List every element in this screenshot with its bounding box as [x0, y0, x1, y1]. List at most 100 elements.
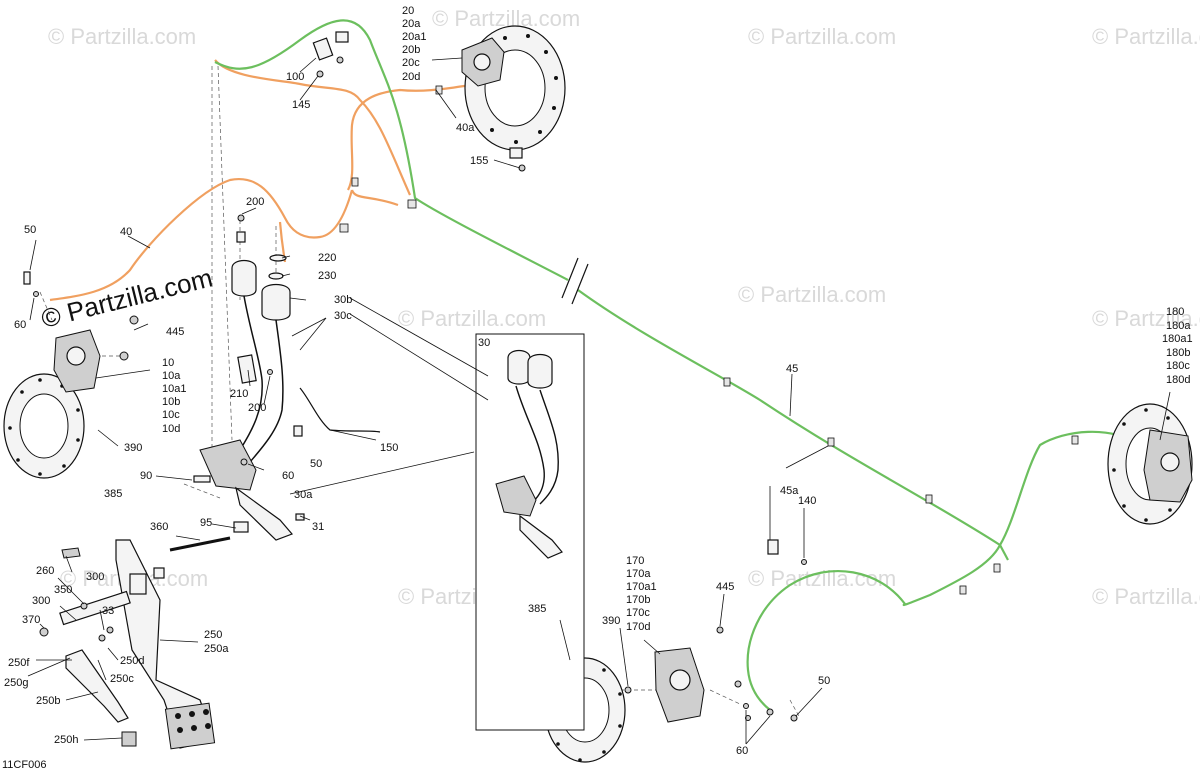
callout-170a: 170a — [626, 568, 651, 580]
rear-brake-line-tee — [999, 544, 1009, 561]
front-brake-line-right-hose — [347, 83, 471, 191]
callout-60-mid: 60 — [282, 470, 294, 482]
callout-180a: 180a — [1166, 320, 1191, 332]
master-cylinder-assembly — [193, 214, 381, 541]
callout-200-mid: 200 — [248, 402, 266, 414]
callout-145: 145 — [292, 99, 310, 111]
callout-220: 220 — [318, 252, 336, 264]
clip — [723, 377, 731, 387]
callout-140: 140 — [798, 495, 816, 507]
callout-31: 31 — [312, 521, 324, 533]
callout-230: 230 — [318, 270, 336, 282]
callout-390-left: 390 — [124, 442, 142, 454]
watermark-layer: © Partzilla.com © Partzilla.com © Partzi… — [38, 6, 1200, 609]
callout-10c: 10c — [162, 409, 180, 421]
callout-20d: 20d — [402, 71, 420, 83]
callout-10d: 10d — [162, 423, 180, 435]
callout-350: 350 — [54, 584, 72, 596]
callout-445-left: 445 — [166, 326, 184, 338]
callout-170a1: 170a1 — [626, 581, 657, 593]
inset-master-cylinder-30 — [475, 333, 585, 731]
line-break-symbol — [561, 257, 589, 305]
callout-45: 45 — [786, 363, 798, 375]
callout-260: 260 — [36, 565, 54, 577]
callout-170d: 170d — [626, 621, 650, 633]
callout-10a: 10a — [162, 370, 181, 382]
callout-210: 210 — [230, 388, 248, 400]
watermark: © Partzilla.com — [398, 306, 546, 331]
front-left-brake-disc — [3, 373, 85, 479]
callout-40a: 40a — [456, 122, 475, 134]
callout-180b: 180b — [1166, 347, 1190, 359]
callout-445-right: 445 — [716, 581, 734, 593]
callout-100: 100 — [286, 71, 304, 83]
watermark: © Partzilla.com — [48, 24, 196, 49]
rear-brake-line-left-hose — [746, 544, 1001, 711]
clip — [407, 199, 417, 209]
watermark: © Partzilla.com — [1092, 584, 1200, 609]
callout-170c: 170c — [626, 607, 650, 619]
leader-lines — [27, 57, 1171, 745]
callout-150: 150 — [380, 442, 398, 454]
callout-20b: 20b — [402, 44, 420, 56]
callout-10: 10 — [162, 357, 174, 369]
clip — [1071, 435, 1079, 445]
callout-370: 370 — [22, 614, 40, 626]
callout-40: 40 — [120, 226, 132, 238]
rear-right-caliper — [1143, 429, 1193, 503]
callout-30b: 30b — [334, 294, 352, 306]
line-clips — [339, 85, 1079, 595]
callout-180: 180 — [1166, 306, 1184, 318]
callout-300-upper: 300 — [86, 571, 104, 583]
callout-250h: 250h — [54, 734, 78, 746]
callout-180d: 180d — [1166, 374, 1190, 386]
callout-180a1: 180a1 — [1162, 333, 1193, 345]
clip — [339, 223, 349, 233]
callout-170: 170 — [626, 555, 644, 567]
brake-pedal-assembly — [39, 536, 231, 750]
clip — [827, 437, 835, 447]
bracket-100 — [312, 31, 349, 78]
callout-95: 95 — [200, 517, 212, 529]
callout-30c: 30c — [334, 310, 352, 322]
callout-50-left: 50 — [24, 224, 36, 236]
callout-250c: 250c — [110, 673, 134, 685]
watermark: © Partzilla.com — [738, 282, 886, 307]
callout-360: 360 — [150, 521, 168, 533]
fitting-155 — [509, 147, 526, 172]
inset-label-30: 30 — [478, 337, 490, 349]
callout-155: 155 — [470, 155, 488, 167]
callout-labels: 20 20a 20a1 20b 20c 20d 100 145 40a 155 … — [2, 5, 1193, 771]
front-brake-line-upper — [214, 59, 412, 196]
callout-20a: 20a — [402, 18, 421, 30]
clip — [351, 177, 359, 187]
watermark: © Partzilla.com — [1092, 306, 1200, 331]
callout-45a: 45a — [780, 485, 799, 497]
callout-170b: 170b — [626, 594, 650, 606]
clip — [925, 494, 933, 504]
callout-90: 90 — [140, 470, 152, 482]
callout-250b: 250b — [36, 695, 60, 707]
callout-50-right: 50 — [818, 675, 830, 687]
callout-180c: 180c — [1166, 360, 1190, 372]
callout-250: 250 — [204, 629, 222, 641]
rear-brake-line-main — [577, 289, 1001, 546]
callout-50-mid: 50 — [310, 458, 322, 470]
front-left-caliper — [53, 315, 139, 393]
rear-brake-lines — [214, 19, 1167, 711]
callout-20a1: 20a1 — [402, 31, 426, 43]
callout-250f: 250f — [8, 657, 30, 669]
callout-250a: 250a — [204, 643, 229, 655]
clip — [435, 85, 443, 95]
callout-30a: 30a — [294, 489, 313, 501]
callout-250d: 250d — [120, 655, 144, 667]
front-brake-lines — [49, 59, 471, 302]
callout-250g: 250g — [4, 677, 28, 689]
callout-20c: 20c — [402, 57, 420, 69]
rear-brake-line-upper — [214, 19, 569, 281]
front-brake-line-left-hose — [49, 177, 354, 302]
front-brake-line-junction — [350, 189, 399, 207]
callout-390-right: 390 — [602, 615, 620, 627]
callout-200-top: 200 — [246, 196, 264, 208]
